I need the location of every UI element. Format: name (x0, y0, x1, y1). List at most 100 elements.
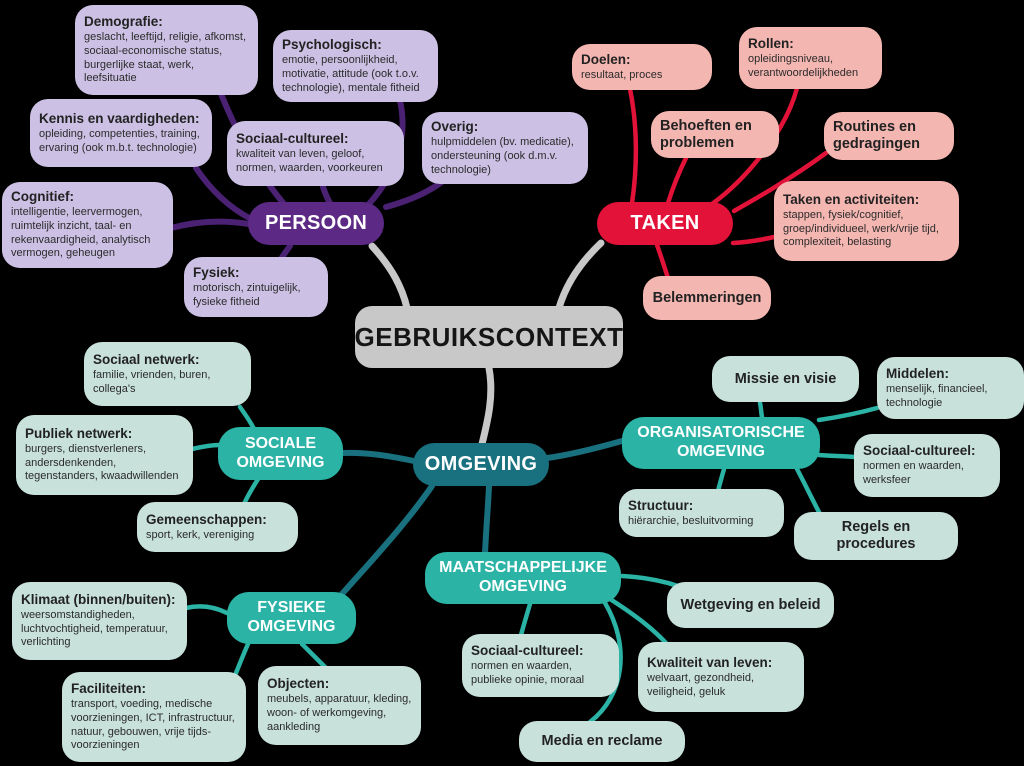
connector-omgeving-fysieke (339, 483, 435, 597)
node-body: familie, vrienden, buren, collega's (93, 368, 211, 395)
node-title: Sociaal-cultureel: (863, 443, 976, 459)
hub-label: TAKEN (630, 212, 700, 234)
node-body: normen en waarden, publieke opinie, mora… (471, 660, 585, 687)
node-body: normen en waarden, werksfeer (863, 460, 964, 487)
node-body: weersomstandigheden, luchtvochtigheid, t… (21, 608, 168, 649)
connector-routines (731, 150, 829, 214)
node-title: Taken en activiteiten: (783, 191, 920, 207)
node-title: Middelen: (886, 365, 949, 381)
node-klimaat: Klimaat (binnen/buiten): weersomstandigh… (12, 582, 187, 660)
node-title: Faciliteiten: (71, 680, 147, 696)
connector-publiek-netwerk (189, 442, 222, 452)
node-wetgeving-en-beleid: Wetgeving en beleid (667, 582, 834, 628)
connector-gemeenschappen (241, 476, 261, 507)
node-title: Fysiek: (193, 264, 240, 280)
node-objecten: Objecten: meubels, apparatuur, kleding, … (258, 666, 421, 745)
node-title: Klimaat (binnen/buiten): (21, 591, 176, 607)
connector-taken-activiteiten (730, 234, 777, 246)
node-body: sport, kerk, vereniging (146, 528, 255, 541)
node-title: Sociaal netwerk: (93, 351, 200, 367)
connector-wetgeving (619, 573, 681, 589)
node-body: burgers, dienstverleners, andersdenkende… (25, 442, 179, 483)
node-body: meubels, apparatuur, kleding, woon- of w… (267, 693, 412, 733)
node-structuur: Structuur: hiërarchie, besluitvorming (619, 489, 784, 537)
node-body: motorisch, zintuigelijk, fysieke fitheid (193, 281, 301, 308)
node-rollen: Rollen: opleidingsniveau, verantwoordeli… (739, 27, 882, 89)
node-title: Sociaal-cultureel: (236, 131, 349, 147)
node-regels-en-procedures: Regels en procedures (794, 512, 958, 560)
connector-persoon-center (368, 242, 411, 312)
hub-taken: TAKEN (597, 202, 733, 245)
node-body: opleidingsniveau, verantwoordelijkheden (748, 52, 859, 79)
connector-faciliteiten (233, 641, 251, 676)
node-body: emotie, persoonlijkheid, motivatie, atti… (282, 54, 420, 94)
connector-klimaat (183, 604, 230, 616)
node-doelen: Doelen: resultaat, proces (572, 44, 712, 90)
node-kwaliteit-van-leven: Kwaliteit van leven: welvaart, gezondhei… (638, 642, 804, 712)
node-title: Objecten: (267, 676, 330, 692)
connector-sociaal-cultureel-org (816, 452, 858, 460)
node-sociaal-netwerk: Sociaal netwerk: familie, vrienden, bure… (84, 342, 251, 406)
node-body: kwaliteit van leven, geloof, normen, waa… (236, 148, 383, 175)
connector-behoeften (665, 155, 689, 206)
node-title: Publiek netwerk: (25, 425, 133, 441)
node-body: geslacht, leeftijd, religie, afkomst, so… (84, 31, 247, 85)
connector-missie (757, 400, 765, 420)
hub-maatschappelijke-omgeving: MAATSCHAPPELIJKE OMGEVING (425, 552, 621, 604)
node-title: Kwaliteit van leven: (647, 654, 773, 670)
root-gebruikscontext: GEBRUIKSCONTEXT (355, 306, 623, 368)
node-title: Wetgeving en beleid (680, 596, 821, 613)
connector-middelen (816, 405, 880, 423)
connector-omgeving-maatschappelijke (482, 483, 492, 557)
connector-kwaliteit (607, 596, 669, 646)
connector-structuur (715, 466, 727, 494)
node-demografie: Demografie: geslacht, leeftijd, religie,… (75, 5, 258, 95)
node-title: Behoeften en problemen (660, 118, 752, 151)
node-body: opleiding, competenties, training, ervar… (39, 127, 200, 154)
connector-sociaal-netwerk (237, 404, 257, 432)
node-overig: Overig: hulpmiddelen (bv. medicatie), on… (422, 112, 588, 185)
connector-kennis (193, 165, 254, 222)
connector-objecten (299, 641, 329, 671)
hub-label: FYSIEKE OMGEVING (247, 599, 336, 635)
node-title: Psychologisch: (282, 37, 382, 52)
hub-label: PERSOON (264, 212, 368, 234)
node-title: Overig: (431, 119, 479, 134)
hub-omgeving: OMGEVING (413, 443, 549, 486)
node-behoeften-en-problemen: Behoeften en problemen (651, 111, 779, 159)
node-title: Sociaal-cultureel: (471, 643, 584, 659)
node-body: hiërarchie, besluitvorming (628, 514, 754, 527)
node-body: intelligentie, leervermogen, ruimtelijk … (11, 206, 151, 260)
node-body: stappen, fysiek/cognitief, groep/individ… (783, 208, 939, 249)
connector-taken-center (555, 239, 605, 312)
node-psychologisch: Psychologisch: emotie, persoonlijkheid, … (273, 30, 438, 103)
node-media-en-reclame: Media en reclame (519, 721, 685, 762)
node-title: Belemmeringen (652, 289, 762, 306)
connector-doelen (627, 86, 639, 206)
node-title: Missie en visie (734, 370, 837, 387)
node-title: Demografie: (84, 13, 163, 29)
node-fysiek: Fysiek: motorisch, zintuigelijk, fysieke… (184, 257, 328, 317)
hub-organisatorische-omgeving: ORGANISATORISCHE OMGEVING (622, 417, 820, 469)
node-belemmeringen: Belemmeringen (643, 276, 771, 320)
node-middelen: Middelen: menselijk, financieel, technol… (877, 357, 1024, 419)
connector-sociaal-cultureel-p (320, 184, 333, 206)
node-sociaal-cultureel-maat: Sociaal-cultureel: normen en waarden, pu… (462, 634, 619, 697)
node-publiek-netwerk: Publiek netwerk: burgers, dienstverlener… (16, 415, 193, 495)
hub-sociale-omgeving: SOCIALE OMGEVING (218, 427, 343, 480)
hub-label: OMGEVING (424, 453, 538, 475)
node-body: welvaart, gezondheid, veiligheid, geluk (647, 671, 755, 698)
node-title: Doelen: (581, 51, 631, 67)
connector-omgeving-sociale (340, 449, 417, 464)
connector-cognitief (168, 218, 252, 231)
node-kennis-en-vaardigheden: Kennis en vaardigheden: opleiding, compe… (30, 99, 212, 167)
connector-belemmeringen (654, 242, 671, 281)
node-sociaal-cultureel-persoon: Sociaal-cultureel: kwaliteit van leven, … (227, 121, 404, 186)
node-title: Routines en gedragingen (833, 119, 921, 152)
root-label: GEBRUIKSCONTEXT (354, 321, 624, 352)
node-faciliteiten: Faciliteiten: transport, voeding, medisc… (62, 672, 246, 762)
connector-sociaal-cultureel-maat (518, 601, 533, 638)
node-missie-en-visie: Missie en visie (712, 356, 859, 402)
